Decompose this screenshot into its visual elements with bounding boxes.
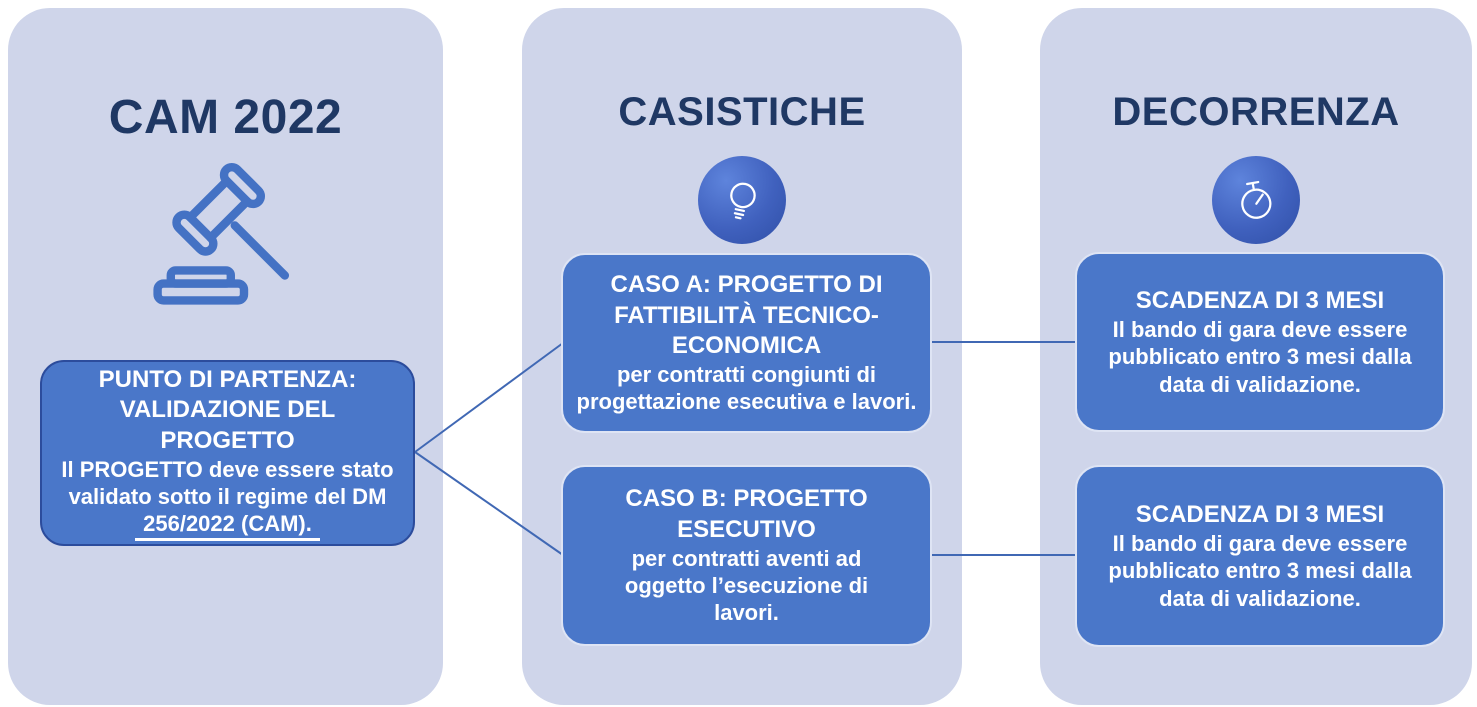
column-title-decorrenza: DECORRENZA: [1112, 90, 1400, 134]
panel-cam-2022: CAM 2022: [8, 8, 443, 705]
box-punto-body-underlined: 256/2022 (CAM).: [135, 510, 320, 541]
box-scadenza-a-heading: SCADENZA DI 3 MESI: [1135, 286, 1385, 314]
stopwatch-icon: [1212, 156, 1300, 244]
box-punto-di-partenza: PUNTO DI PARTENZA: VALIDAZIONE DEL PROGE…: [40, 360, 415, 546]
box-caso-a-heading: CASO A: PROGETTO DI FATTIBILITÀ TECNICO-…: [610, 271, 883, 359]
box-scadenza-b-body: Il bando di gara deve essere pubblicato …: [1108, 531, 1412, 611]
box-caso-b-body: per contratti aventi ad oggetto l’esecuz…: [624, 545, 869, 626]
box-scadenza-caso-a: SCADENZA DI 3 MESI Il bando di gara deve…: [1075, 252, 1445, 432]
box-scadenza-a-body: Il bando di gara deve essere pubblicato …: [1108, 317, 1412, 397]
box-scadenza-caso-b: SCADENZA DI 3 MESI Il bando di gara deve…: [1075, 465, 1445, 647]
column-title-cam-2022: CAM 2022: [108, 91, 343, 144]
box-scadenza-b-heading: SCADENZA DI 3 MESI: [1135, 500, 1385, 528]
box-caso-a: CASO A: PROGETTO DI FATTIBILITÀ TECNICO-…: [561, 253, 932, 433]
box-caso-a-body: per contratti congiunti di progettazione…: [576, 362, 917, 415]
box-punto-heading: PUNTO DI PARTENZA: VALIDAZIONE DEL PROGE…: [98, 366, 357, 454]
gavel-icon: [142, 154, 310, 316]
column-title-casistiche: CASISTICHE: [618, 90, 866, 134]
connector-punto-to-caso-b: [414, 451, 564, 556]
box-caso-b-heading: CASO B: PROGETTO ESECUTIVO: [625, 485, 868, 543]
connector-punto-to-caso-a: [414, 342, 564, 453]
box-caso-b: CASO B: PROGETTO ESECUTIVO per contratti…: [561, 465, 932, 646]
lightbulb-icon: [698, 156, 786, 244]
box-punto-body: Il PROGETTO deve essere stato validato s…: [61, 456, 394, 510]
